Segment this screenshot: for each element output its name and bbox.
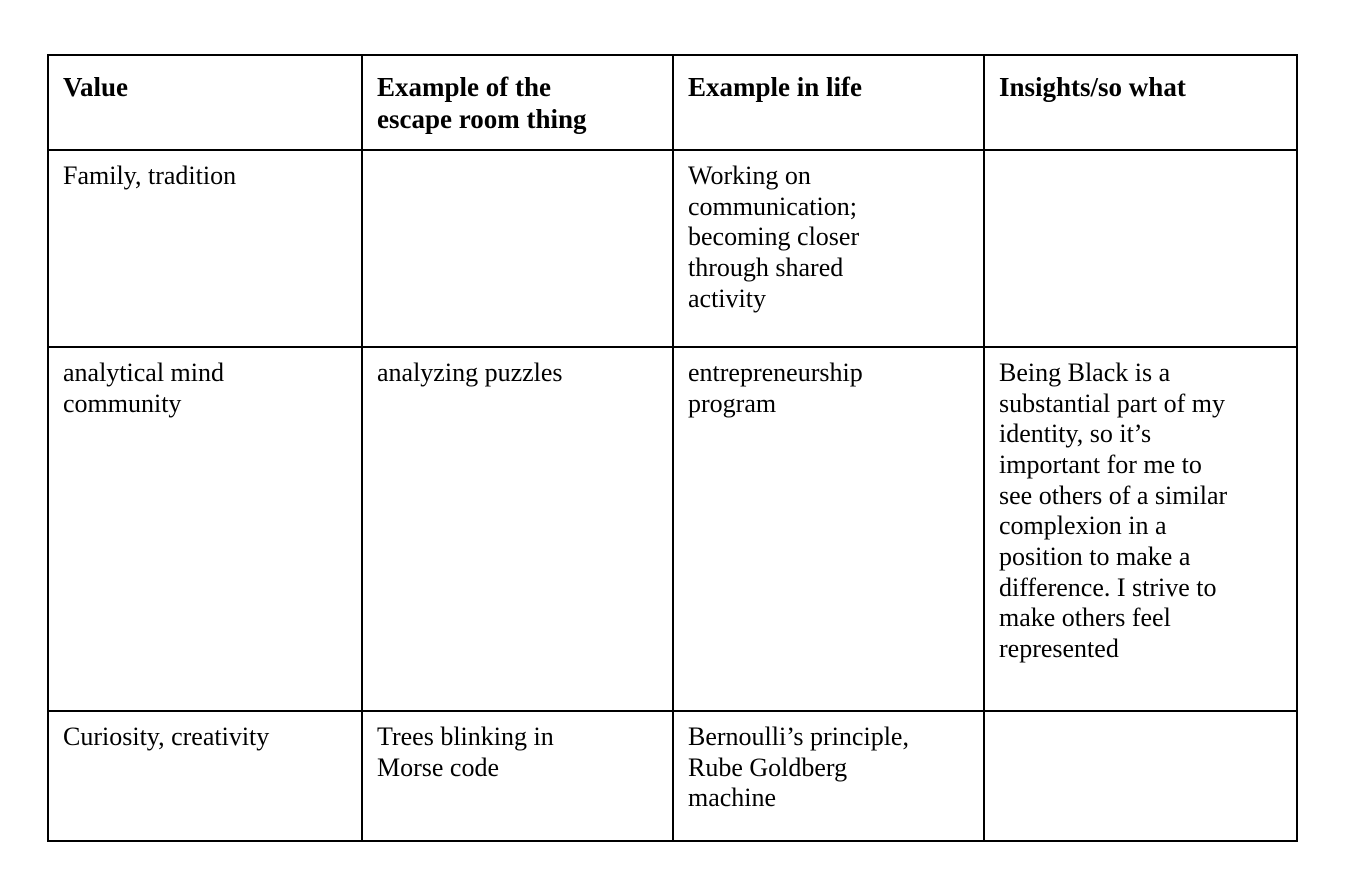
cell-escape-room: Trees blinking in Morse code [361, 710, 674, 842]
cell-example-in-life: Working on communication; becoming close… [672, 149, 985, 348]
column-header-value: Value [47, 54, 363, 151]
cell-insights: Being Black is a substantial part of my … [983, 346, 1298, 712]
cell-escape-room-text: Trees blinking in Morse code [377, 722, 554, 782]
cell-example-in-life-text: Bernoulli’s principle, Rube Goldberg mac… [688, 722, 909, 813]
column-header-escape-room-text: Example of the escape room thing [377, 72, 587, 134]
cell-value-text: Family, tradition [63, 161, 237, 190]
column-header-value-text: Value [63, 72, 129, 102]
table-header-row: Value Example of the escape room thing E… [47, 54, 1298, 151]
cell-insights-text [999, 161, 1282, 162]
cell-escape-room [361, 149, 674, 348]
cell-value: Family, tradition [47, 149, 363, 348]
cell-value: Curiosity, creativity [47, 710, 363, 842]
cell-example-in-life: Bernoulli’s principle, Rube Goldberg mac… [672, 710, 985, 842]
values-table-container: Value Example of the escape room thing E… [47, 54, 1298, 842]
table-body: Family, tradition Working on communicati… [47, 149, 1298, 842]
cell-escape-room-text [377, 161, 658, 162]
cell-example-in-life-text: entrepreneurship program [688, 358, 863, 418]
cell-escape-room-text: analyzing puzzles [377, 358, 563, 387]
cell-insights [983, 710, 1298, 842]
cell-example-in-life: entrepreneurship program [672, 346, 985, 712]
column-header-insights-text: Insights/so what [999, 72, 1186, 102]
table-row: Family, tradition Working on communicati… [47, 149, 1298, 348]
values-table: Value Example of the escape room thing E… [47, 54, 1298, 842]
cell-example-in-life-text: Working on communication; becoming close… [688, 161, 860, 313]
table-header: Value Example of the escape room thing E… [47, 54, 1298, 151]
column-header-insights: Insights/so what [983, 54, 1298, 151]
table-row: analytical mind community analyzing puzz… [47, 346, 1298, 712]
cell-escape-room: analyzing puzzles [361, 346, 674, 712]
table-row: Curiosity, creativity Trees blinking in … [47, 710, 1298, 842]
cell-value-text: analytical mind community [63, 358, 225, 418]
cell-insights-text [999, 722, 1282, 723]
column-header-example-in-life-text: Example in life [688, 72, 862, 102]
cell-insights [983, 149, 1298, 348]
cell-insights-text: Being Black is a substantial part of my … [999, 358, 1228, 664]
cell-value-text: Curiosity, creativity [63, 722, 270, 751]
cell-value: analytical mind community [47, 346, 363, 712]
column-header-example-in-life: Example in life [672, 54, 985, 151]
column-header-escape-room: Example of the escape room thing [361, 54, 674, 151]
